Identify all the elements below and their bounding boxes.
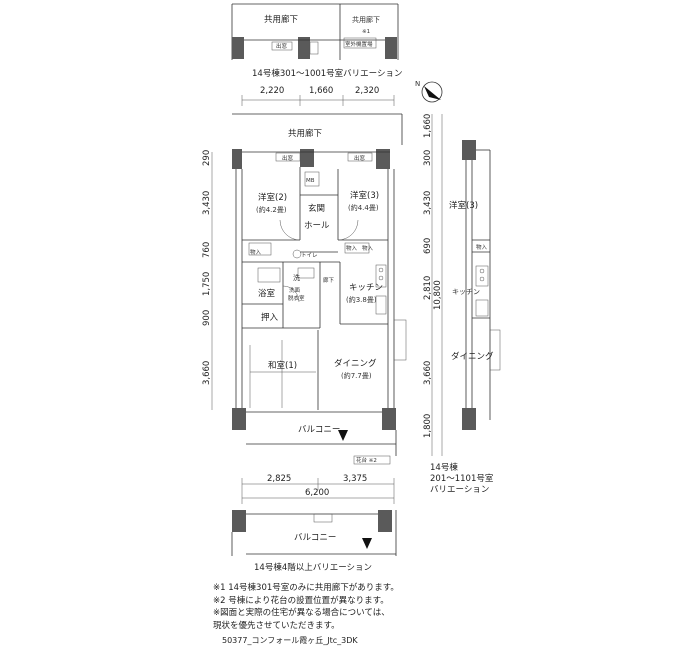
kitchen-label: キッチン: [349, 283, 383, 293]
bottom-variation-caption: 14号棟4階以上バリエーション: [254, 562, 372, 573]
dim-bottom-total: 6,200: [305, 488, 329, 498]
bottom-variation: バルコニー 14号棟4階以上バリエーション: [231, 510, 397, 573]
dim-top-1: 2,220: [260, 86, 284, 96]
storage-right2-label: 物入: [362, 244, 374, 252]
side-variation: 洋室(3) 物入 キッチン ダイニング 14号棟 201～1101号室 バリエー…: [430, 140, 501, 495]
side-dining-label: ダイニング: [451, 351, 494, 362]
wash-label: 洗: [293, 273, 300, 282]
top-note-mark: ※1: [362, 29, 370, 35]
top-window-box-label: 出窓: [276, 42, 288, 50]
side-caption-line2: 201～1101号室: [430, 473, 494, 484]
bath-label: 浴室: [258, 288, 276, 299]
main-window-box-right: 出窓: [354, 154, 366, 162]
bottom-dimension-line: 2,825 3,375 6,200: [241, 474, 395, 504]
toilet-label: トイレ: [301, 253, 318, 259]
dim-right-4: 690: [423, 238, 433, 254]
hall-label: ホール: [304, 221, 330, 231]
entrance-label: 玄関: [308, 203, 325, 214]
main-plan: 共用廊下 出窓 出窓: [202, 113, 443, 465]
side-western3-label: 洋室(3): [449, 200, 478, 211]
dim-bottom-1: 2,825: [267, 474, 291, 484]
side-kitchen-label: キッチン: [452, 288, 480, 296]
top-variation-caption: 14号棟301～1001号室バリエーション: [252, 68, 403, 79]
room-western2-size: (約4.2畳): [256, 205, 287, 214]
main-corridor-label: 共用廊下: [288, 128, 323, 139]
note-2: ※2 号棟により花台の設置位置が異なります。: [213, 595, 389, 606]
dim-left-5: 900: [202, 310, 212, 326]
washroom2-label: 脱衣室: [288, 294, 305, 302]
dining-size: (約7.7畳): [341, 371, 372, 380]
room-western3-label: 洋室(3): [350, 190, 379, 201]
dim-left-3: 760: [202, 242, 212, 258]
dim-left-1: 290: [202, 150, 212, 166]
top-corridor-right-label: 共用廊下: [352, 15, 380, 24]
flower-box-label: 花台 ※2: [356, 456, 377, 464]
note-1: ※1 14号棟301号室のみに共用廊下があります。: [213, 583, 399, 593]
dim-top-2: 1,660: [309, 86, 333, 96]
dim-top-3: 2,320: [355, 86, 379, 96]
outdoor-machine-label: 室外機置場: [345, 40, 373, 48]
top-variation: 共用廊下 共用廊下 ※1 室外機置場 出窓 14号棟301～1001号室バリエー…: [231, 3, 403, 79]
note-4: 現状を優先させていただきます。: [213, 620, 340, 631]
dim-left-2: 3,430: [202, 191, 212, 215]
compass: N: [415, 80, 443, 103]
note-3: ※図面と実際の住宅が異なる場合については、: [213, 608, 390, 618]
dim-right-total: 10,800: [433, 280, 443, 310]
hallway-label: 廊下: [323, 276, 335, 284]
storage-right-label: 物入: [346, 244, 358, 252]
bottom-balcony-label: バルコニー: [294, 533, 336, 543]
footer-caption: 50377_コンフォール霞ヶ丘_Jtc_3DK: [222, 636, 358, 645]
mb-label: MB: [306, 178, 315, 184]
dim-right-7: 1,800: [423, 414, 433, 438]
dim-right-2: 300: [423, 150, 433, 166]
japanese-room-label: 和室(1): [268, 360, 297, 371]
top-dimension-line: 2,220 1,660 2,320: [241, 86, 395, 106]
room-western2-label: 洋室(2): [258, 192, 287, 203]
dim-right-5: 2,810: [423, 276, 433, 300]
top-corridor-left-label: 共用廊下: [264, 14, 299, 25]
dim-left-6: 3,660: [202, 361, 212, 385]
dim-bottom-2: 3,375: [343, 474, 367, 484]
side-caption-line1: 14号棟: [430, 462, 458, 473]
dim-right-3: 3,430: [423, 191, 433, 215]
side-caption-line3: バリエーション: [430, 485, 489, 495]
compass-north-label: N: [415, 80, 420, 88]
dim-right-1: 1,660: [423, 114, 433, 138]
dim-left-4: 1,750: [202, 272, 212, 296]
main-window-box-left: 出窓: [282, 154, 294, 162]
washroom-label: 洗面: [289, 286, 301, 294]
side-storage-label: 物入: [476, 243, 488, 251]
dim-right-6: 3,660: [423, 361, 433, 385]
kitchen-size: (約3.8畳): [346, 295, 377, 304]
balcony-label: バルコニー: [298, 425, 340, 435]
dining-label: ダイニング: [334, 358, 377, 369]
notes: ※1 14号棟301号室のみに共用廊下があります。 ※2 号棟により花台の設置位…: [213, 582, 399, 632]
room-western3-size: (約4.4畳): [348, 203, 379, 212]
oshiire-label: 押入: [261, 312, 279, 323]
storage-left-label: 物入: [250, 248, 262, 256]
